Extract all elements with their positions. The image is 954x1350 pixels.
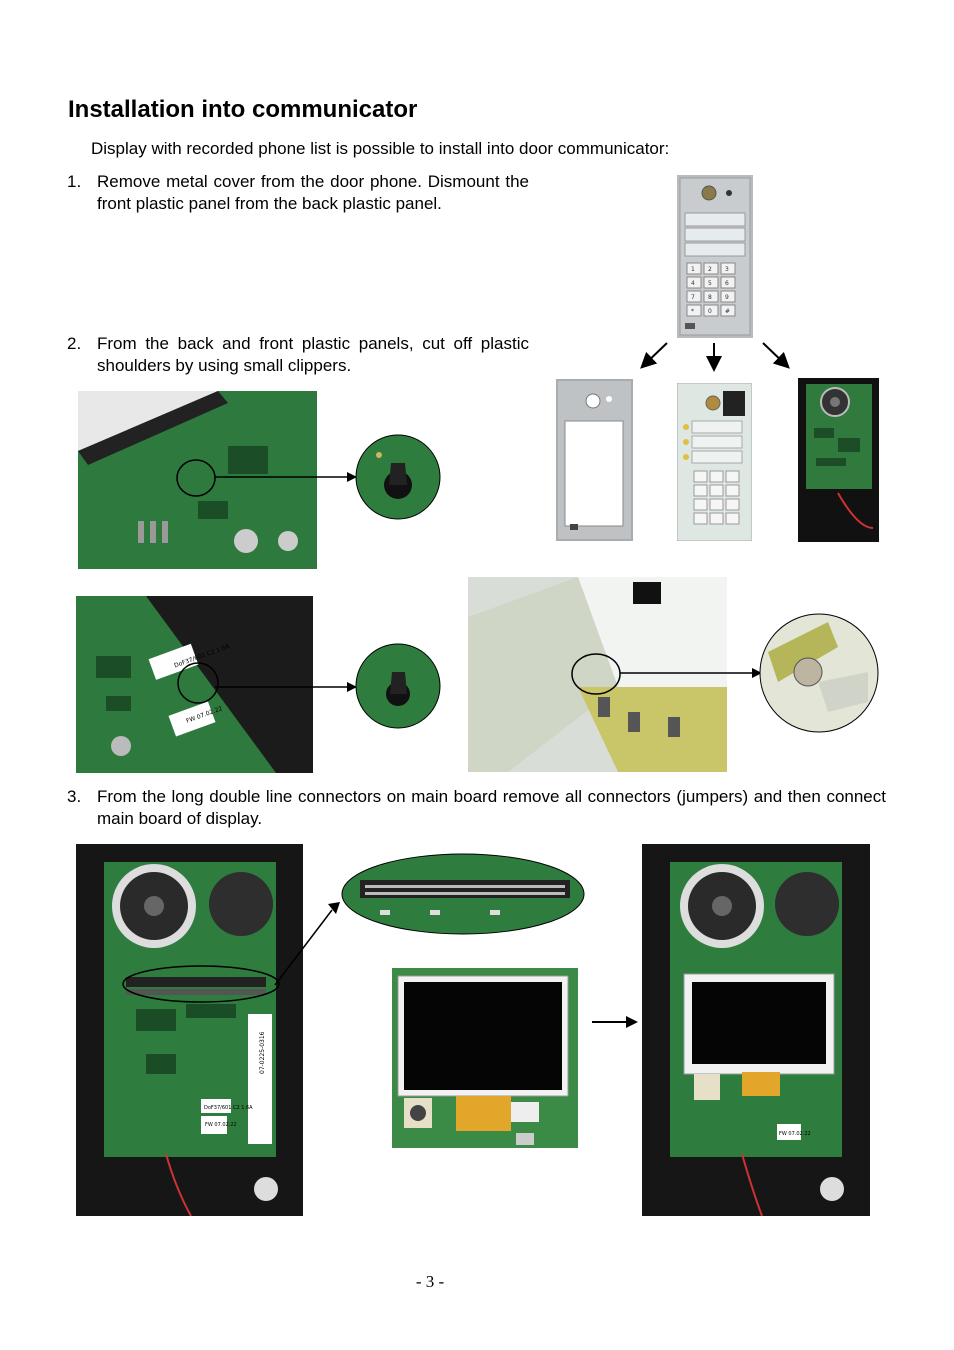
clip-board-photo-a xyxy=(78,391,317,569)
key-label: 4 xyxy=(691,280,695,287)
split-arrows xyxy=(640,342,790,372)
intro-text: Display with recorded phone list is poss… xyxy=(91,139,670,158)
board-fw-label: FW 07.02.22 xyxy=(205,1122,237,1128)
board-side-label: 07-0225-0316 xyxy=(259,1031,266,1074)
key-label: 8 xyxy=(708,294,712,301)
door-phone-assembled-photo: 1 2 3 4 5 6 7 8 9 * 0 # xyxy=(677,175,753,338)
key-label: 2 xyxy=(708,266,712,273)
step-number: 2. xyxy=(67,334,82,353)
step-number: 3. xyxy=(67,787,82,806)
key-label: 7 xyxy=(691,294,695,301)
step-text: Remove metal cover from the door phone. … xyxy=(97,172,529,213)
clip-board-photo-b: DoF37/601 C2 1.6A FW 07.02.22 xyxy=(76,596,313,773)
key-label: 3 xyxy=(725,266,729,273)
metal-cover-photo xyxy=(556,379,633,541)
main-board-before-photo: DoF37/601 C2 1.6A FW 07.02.22 07-0225-03… xyxy=(76,844,303,1216)
key-label: 6 xyxy=(725,280,729,287)
key-label: # xyxy=(725,308,730,315)
key-label: 5 xyxy=(708,280,712,287)
step-number: 1. xyxy=(67,172,82,191)
board-label: DoF37/601 C2 1.6A xyxy=(204,1105,253,1111)
step-1: 1. Remove metal cover from the door phon… xyxy=(67,171,529,215)
key-label: 0 xyxy=(708,308,712,315)
zoom-arrow xyxy=(274,902,340,986)
shoulder-zoom-a xyxy=(355,433,442,522)
key-label: 9 xyxy=(725,294,729,301)
step-text: From the back and front plastic panels, … xyxy=(97,334,529,375)
pointer-line xyxy=(215,682,357,692)
front-panel-photo xyxy=(677,383,752,541)
page-heading: Installation into communicator xyxy=(68,96,418,123)
key-label: * xyxy=(691,308,694,315)
back-panel-photo xyxy=(798,378,879,542)
panel-zoom xyxy=(758,612,880,734)
step-text: From the long double line connectors on … xyxy=(97,787,886,828)
page-number: - 3 - xyxy=(415,1272,445,1291)
connector-zoom xyxy=(340,852,586,936)
result-arrow xyxy=(592,1016,638,1028)
step-2: 2. From the back and front plastic panel… xyxy=(67,333,529,377)
main-board-after-photo: FW 07.02.22 xyxy=(642,844,870,1216)
board-fw-label: FW 07.02.22 xyxy=(779,1131,811,1137)
plastic-panel-photo xyxy=(468,577,727,772)
pointer-line xyxy=(215,472,357,482)
step-3: 3. From the long double line connectors … xyxy=(67,786,886,830)
key-label: 1 xyxy=(691,266,695,273)
shoulder-zoom-b xyxy=(355,642,442,731)
pointer-line xyxy=(620,668,762,678)
display-module-photo xyxy=(386,968,584,1156)
